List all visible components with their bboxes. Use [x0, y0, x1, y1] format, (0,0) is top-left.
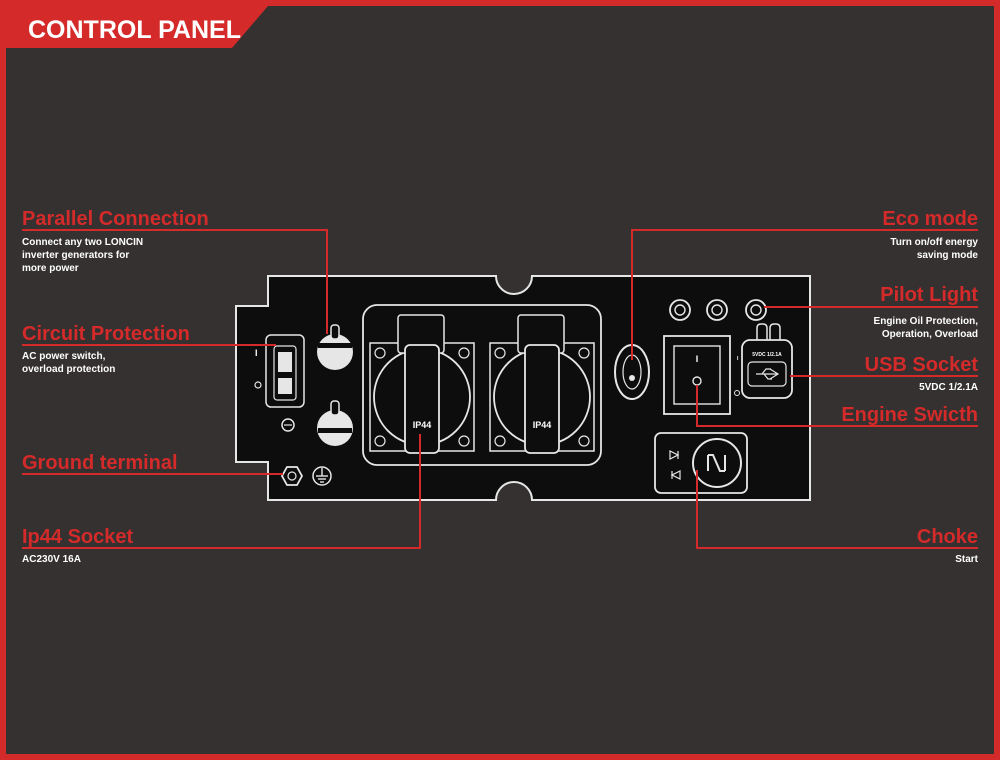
engine-switch[interactable]: I I — [663, 335, 740, 415]
choke-run-icon — [670, 470, 681, 480]
choke-lever-icon — [707, 454, 726, 472]
socket-2-label: IP44 — [533, 420, 552, 430]
ground-symbol-icon — [312, 466, 332, 486]
eco-mode-switch[interactable] — [614, 344, 650, 400]
engine-switch-on-mark: I — [696, 354, 699, 364]
label-usb-socket: USB Socket — [865, 354, 979, 376]
choke-start-icon — [669, 450, 680, 460]
header-tab — [6, 6, 268, 48]
label-parallel-desc-2: inverter generators for — [22, 250, 129, 261]
label-usb-desc: 5VDC 1/2.1A — [919, 382, 978, 393]
ip44-socket-2[interactable]: IP44 — [489, 314, 595, 454]
engine-switch-side-mark: I — [737, 356, 739, 362]
label-pilot-desc-2: Operation, Overload — [882, 329, 978, 340]
label-parallel-connection: Parallel Connection — [22, 208, 209, 230]
pilot-light-2 — [706, 299, 728, 321]
usb-icon — [756, 368, 780, 380]
usb-socket[interactable]: 5VDC 1/2.1A — [741, 323, 793, 399]
callout-lines — [22, 229, 978, 549]
header-title: CONTROL PANEL — [28, 16, 241, 44]
label-parallel-desc-3: more power — [22, 263, 79, 274]
label-choke-desc: Start — [955, 554, 978, 565]
parallel-port-bottom[interactable] — [317, 400, 353, 446]
label-circuit-desc-1: AC power switch, — [22, 351, 106, 362]
socket-frame — [362, 304, 602, 466]
label-circuit-protection: Circuit Protection — [22, 323, 190, 345]
label-eco-desc-2: saving mode — [917, 250, 979, 261]
label-engine-switch: Engine Swicth — [841, 404, 978, 426]
label-pilot-light: Pilot Light — [880, 284, 978, 306]
panel-screw — [281, 418, 295, 432]
pilot-light-3 — [745, 299, 767, 321]
ground-terminal[interactable] — [280, 466, 304, 486]
label-choke: Choke — [917, 526, 978, 548]
socket-1-label: IP44 — [413, 420, 432, 430]
usb-socket-label: 5VDC 1/2.1A — [752, 352, 782, 358]
label-ground-terminal: Ground terminal — [22, 452, 178, 474]
label-ip44-desc: AC230V 16A — [22, 554, 81, 565]
label-eco-mode: Eco mode — [882, 208, 978, 230]
pilot-light-1 — [669, 299, 691, 321]
label-circuit-desc-2: overload protection — [22, 364, 115, 375]
label-ip44-socket: Ip44 Socket — [22, 526, 134, 548]
breaker-off-mark — [254, 381, 262, 389]
label-pilot-desc-1: Engine Oil Protection, — [874, 316, 979, 327]
label-parallel-desc-1: Connect any two LONCIN — [22, 237, 143, 248]
label-eco-desc-1: Turn on/off energy — [890, 237, 978, 248]
ip44-socket-1[interactable]: IP44 — [369, 314, 475, 454]
choke-control[interactable] — [654, 432, 748, 494]
circuit-breaker[interactable]: I — [254, 334, 305, 408]
parallel-port-top[interactable] — [317, 324, 353, 370]
breaker-on-mark: I — [255, 348, 258, 358]
